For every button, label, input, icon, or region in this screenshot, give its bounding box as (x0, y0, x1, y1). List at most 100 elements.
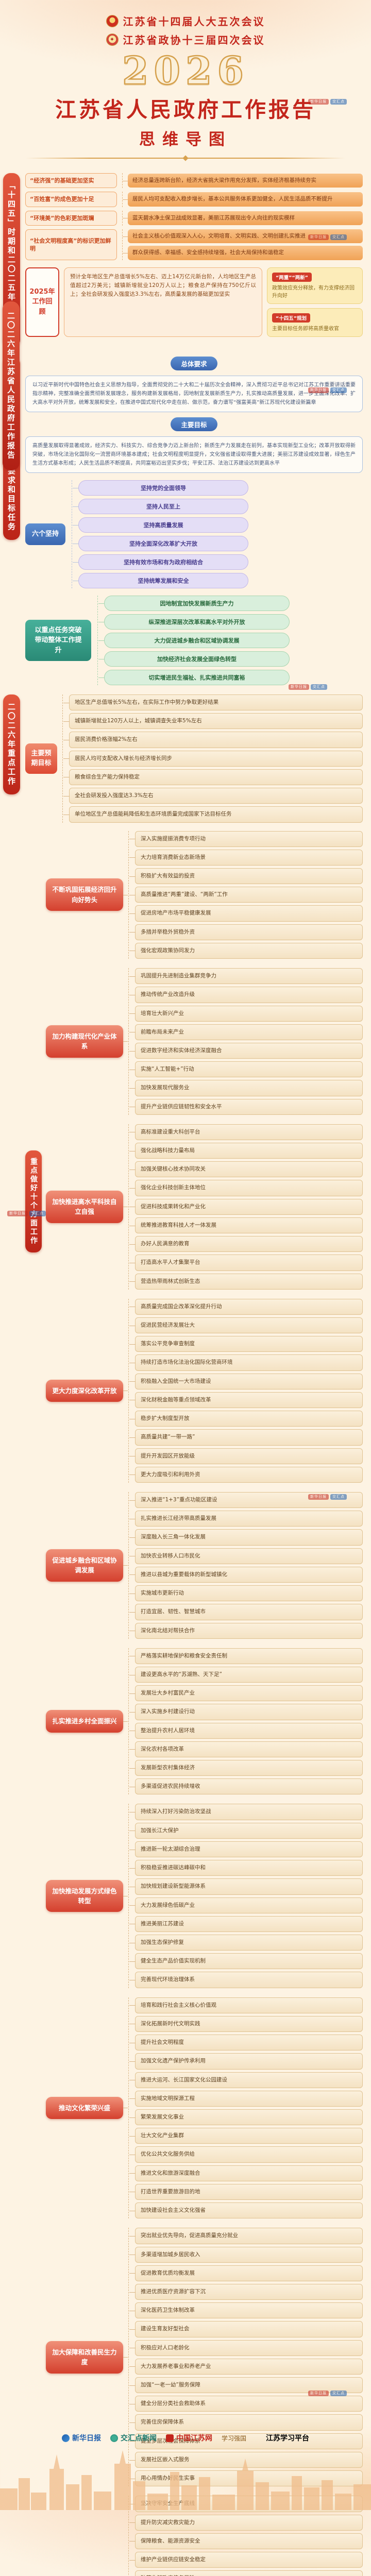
section-plan: 「十五五」时期工作总体要求和目标任务 总体要求 以习近平新时代中国特色社会主义思… (3, 357, 363, 685)
spine-2026-key-work: 二〇二六年重点工作 (3, 694, 20, 794)
key-work-item: 保障粮食、能源资源安全 (129, 2533, 363, 2549)
year-numeral: 2026 (122, 49, 249, 93)
review-2025-block: 2025年工作回顾 预计全年地区生产总值增长5%左右、迈上14万亿元新台阶，人均… (25, 267, 363, 337)
key-work-item: 实施城市更新行动 (129, 1585, 363, 1602)
meeting-banners: ★ 江苏省十四届人大五次会议 ✦ 江苏省政协十三届四次会议 (0, 13, 371, 47)
key-work-item: 打造世界重要旅游目的地 (129, 2183, 363, 2200)
key-work-item: 高质量完成国企改革深化提升行动 (129, 1298, 363, 1315)
review-branch-tag: “社会文明程度高”的标识更加鲜明 (25, 229, 117, 260)
xinhua-daily-watermark: 新华日报 (289, 684, 309, 690)
key-work-group-items: 培育和践行社会主义核心价值观 深化拓展新时代文明实践 提升社会文明程度 加强文化… (128, 1997, 363, 2219)
key-work-item: 深化拓展新时代文明实践 (129, 2015, 363, 2032)
key-work-item: 深入实施提振消费专项行动 (129, 831, 363, 847)
key-work-item: 建设生育友好型社会 (129, 2321, 363, 2337)
page-title: 江苏省人民政府工作报告 (55, 97, 316, 122)
national-emblem-icon: ★ (106, 14, 119, 27)
review-branches: “经济强”的基础更加坚实 经济总量连跨新台阶，经济大省挑大梁作用充分发挥，实体经… (25, 173, 363, 260)
review-branch-tag: “百姓富”的成色更加十足 (25, 192, 117, 207)
review-branch: “经济强”的基础更加坚实 经济总量连跨新台阶，经济大省挑大梁作用充分发挥，实体经… (25, 173, 363, 189)
key-work-item: 培育和践行社会主义核心价值观 (129, 1997, 363, 2013)
gold-divider (26, 158, 345, 159)
key-work-item: 促进数字经济和实体经济深度融合 (129, 1042, 363, 1059)
cppcc-emblem-icon: ✦ (106, 33, 119, 46)
key-work-item: 培育壮大新兴产业 (129, 1005, 363, 1022)
review-branch-tag: “经济强”的基础更加坚实 (25, 173, 117, 189)
mindmap-body: 「十四五」时期和二〇二五年工作回顾 “经济强”的基础更加坚实 经济总量连跨新台阶… (0, 161, 371, 2576)
key-work-item: 实施“人工智能+”行动 (129, 1061, 363, 1078)
key-work-item: 壮大文化产业集群 (129, 2128, 363, 2144)
key-work-item: 健全生态产品价值实现机制 (129, 1953, 363, 1970)
watermark-badge: 新华日报 交汇点 (308, 234, 347, 240)
review-branch-items: 经济总量连跨新台阶，经济大省挑大梁作用充分发挥，实体经济根基持续夯实 (122, 173, 363, 189)
key-work-item: 深入实施乡村建设行动 (129, 1704, 363, 1720)
key-work-item: 整治提升农村人居环境 (129, 1722, 363, 1739)
key-work-item: 稳步扩大制度型开放 (129, 1411, 363, 1427)
key-work-item: 促进房地产市场平稳健康发展 (129, 905, 363, 922)
key-work-group-items: 高标准建设重大科创平台 强化战略科技力量布局 加强关键核心技术协同攻关 强化企业… (128, 1124, 363, 1290)
key-work-group-title: 更大力度深化改革开放 (46, 1379, 128, 1402)
key-work-item: 高标准建设重大科创平台 (129, 1124, 363, 1141)
target-item: 城镇新增就业120万人以上，城镇调查失业率5%左右 (63, 713, 363, 730)
key-work-item: 发展社区嵌入式服务 (129, 2451, 363, 2468)
footer-logo: 中国江苏网 (165, 2433, 212, 2443)
breakthrough-item: 纵深推进深层次改革和高水平对外开放 (98, 614, 290, 630)
key-work-item: 提升防灾减灾救灾能力 (129, 2514, 363, 2531)
key-work-groups: 不断巩固拓展经济回升向好势头 深入实施提振消费专项行动 大力培育消费新业态新场景… (46, 831, 363, 2576)
key-work-item: 更大力度吸引和利用外资 (129, 1466, 363, 1483)
key-work-item: 前瞻布局未来产业 (129, 1024, 363, 1040)
key-work-group-title: 推动文化繁荣兴盛 (46, 2096, 128, 2120)
jiaohuidian-watermark: 交汇点 (311, 684, 327, 690)
key-work-item: 发展新型农村集体经济 (129, 1760, 363, 1776)
targets-label: 主要预期目标 (25, 743, 57, 774)
key-work-group: 加力构建现代化产业体系 巩固提升先进制造业集群竞争力 推动传统产业改造升级 培育… (46, 968, 363, 1115)
section-2026: 二〇二六年重点工作 主要预期目标 地区生产总值增长5%左右，在实际工作中努力争取… (3, 694, 363, 2576)
key-work-item: 深化南北结对帮扶合作 (129, 1622, 363, 1639)
footer-logo-text: 学习强国 (221, 2434, 246, 2442)
watermark-badge: 新华日报 交汇点 (308, 387, 347, 393)
key-work-item: 推进文化和旅游深度融合 (129, 2165, 363, 2181)
review-branch-item: 经济总量连跨新台阶，经济大省挑大梁作用充分发挥，实体经济根基持续夯实 (123, 174, 363, 188)
key-work-group-title: 扎实推进乡村全面振兴 (46, 1710, 128, 1733)
key-work-item: 提升社会文明程度 (129, 2035, 363, 2051)
key-work-item: 强化宏观政策协同发力 (129, 942, 363, 959)
target-item: 粮食综合生产能力保持稳定 (63, 769, 363, 786)
key-work-item: 打造高水平人才集聚平台 (129, 1255, 363, 1271)
key-work-group: 更大力度深化改革开放 高质量完成国企改革深化提升行动 促进民营经济发展壮大 落实… (46, 1298, 363, 1483)
six-persistence-item: 坚持人民至上 (73, 499, 249, 514)
trunk-label-2026-report: 二〇二六年江苏省人民政府工作报告 (3, 301, 20, 470)
key-work-item: 深度融入长三角一体化发展 (129, 1529, 363, 1546)
banner-npc-text: 江苏省十四届人大五次会议 (123, 15, 265, 28)
key-work-group-title: 加大保障和改善民生力度 (46, 2341, 128, 2374)
footer-logo-icon (110, 2434, 118, 2442)
overall-requirement-pill: 总体要求 (171, 357, 217, 370)
key-work-item: 高质量共建“一带一路” (129, 1429, 363, 1446)
review-branch-tag: “环境美”的色彩更加斑斓 (25, 210, 117, 226)
review-callout-text: 政策效应充分释放，有力支撑经济回升向好 (272, 285, 355, 299)
overall-requirement-text: 以习近平新时代中国特色社会主义思想为指导，全面贯彻党的二十大和二十届历次全会精神… (25, 376, 363, 412)
banner-cppcc-text: 江苏省政协十三届四次会议 (123, 34, 265, 46)
key-work-item: 优化公共文化服务供给 (129, 2146, 363, 2163)
key-work-item: 建设更高水平的“苏湖熟、天下足” (129, 1666, 363, 1683)
target-item: 地区生产总值增长5%左右，在实际工作中努力争取更好结果 (63, 694, 363, 711)
watermark-badge: 新华日报 交汇点 (308, 1494, 347, 1500)
key-work-group: 不断巩固拓展经济回升向好势头 深入实施提振消费专项行动 大力培育消费新业态新场景… (46, 831, 363, 959)
targets-items: 地区生产总值增长5%左右，在实际工作中努力争取更好结果 城镇新增就业120万人以… (62, 694, 363, 823)
key-work-item: 完善住房保障体系 (129, 2414, 363, 2431)
six-persistence-item: 坚持党的全面领导 (73, 480, 249, 496)
target-item: 居民人均可支配收入增长与经济增长同步 (63, 750, 363, 767)
main-goal-text: 高质量发展取得显著成效，经济实力、科技实力、综合竞争力迈上新台阶；新质生产力发展… (25, 436, 363, 473)
six-persistence-item: 坚持统筹发展和安全 (73, 573, 249, 588)
xinhua-daily-watermark: 新华日报 (308, 234, 329, 240)
banner-npc: ★ 江苏省十四届人大五次会议 (106, 13, 265, 28)
key-work-item: 促进教育优质均衡发展 (129, 2265, 363, 2281)
key-work-group-items: 持续深入打好污染防治攻坚战 加强长江大保护 推进新一轮太湖综合治理 积极稳妥推进… (128, 1804, 363, 1988)
key-work-item: 深化财税金融等重点领域改革 (129, 1392, 363, 1409)
six-persistences-label: 六个坚持 (25, 523, 66, 545)
watermark-badge: 新华日报 交汇点 (308, 99, 347, 105)
key-work-group-title: 加力构建现代化产业体系 (46, 1025, 128, 1058)
key-work-item: 强化企业科技创新主体地位 (129, 1180, 363, 1196)
jiaohuidian-watermark: 交汇点 (330, 99, 347, 105)
six-persistence-item: 坚持高质量发展 (73, 517, 249, 533)
footer-logo-text: 江苏学习平台 (266, 2434, 309, 2443)
key-work-item: 加强长江大保护 (129, 1822, 363, 1839)
